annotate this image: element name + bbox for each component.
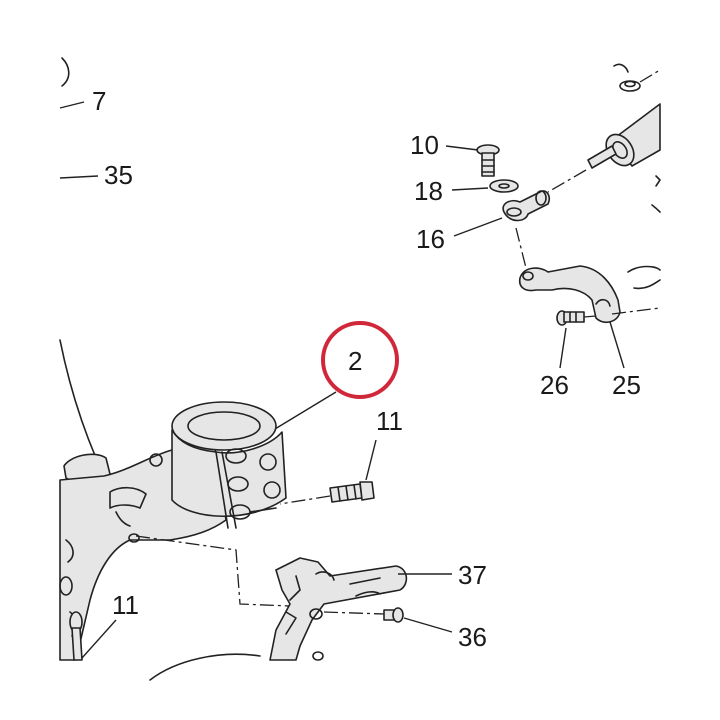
callout-7[interactable]: 7: [92, 86, 106, 116]
dash-assembly-line: [135, 535, 291, 607]
leader-line-36: [403, 617, 453, 633]
callout-11-lower[interactable]: 11: [112, 590, 139, 620]
leader-line-35: [59, 175, 99, 179]
callout-11-upper[interactable]: 11: [376, 406, 403, 436]
callout-10[interactable]: 10: [410, 130, 439, 160]
screw-26: [556, 310, 597, 326]
callout-26[interactable]: 26: [540, 370, 569, 400]
leader-line-10: [445, 145, 479, 151]
leader-line-18: [451, 187, 489, 191]
bracket-25: [518, 265, 661, 324]
leader-line-7: [59, 101, 85, 109]
callout-25[interactable]: 25: [612, 370, 641, 400]
leader-line-25: [609, 321, 625, 369]
screw-36: [323, 607, 404, 623]
washer-18: [489, 179, 519, 193]
bolt-11-upper: [279, 481, 375, 505]
leader-line-16: [453, 217, 503, 237]
handlebar-clamp-2: [171, 401, 287, 529]
leader-line-11-lower: [81, 619, 117, 659]
leader-line-11-upper: [365, 439, 377, 481]
callout-18[interactable]: 18: [414, 176, 443, 206]
mounting-plate-37: [269, 557, 408, 661]
callout-35[interactable]: 35: [104, 160, 133, 190]
leader-line-2: [269, 391, 337, 433]
bolt-11-lower: [69, 611, 83, 661]
callout-37[interactable]: 37: [458, 560, 487, 590]
steering-damper-assembly: [547, 63, 661, 213]
callout-2[interactable]: 2: [348, 346, 362, 376]
callout-16[interactable]: 16: [416, 224, 445, 254]
rod-end-16: [502, 190, 551, 222]
bolt-10: [476, 144, 500, 177]
callout-36[interactable]: 36: [458, 622, 487, 652]
highlight-circle-2[interactable]: [321, 321, 399, 399]
leader-line-26: [559, 327, 567, 369]
part-fragment-top-left: [61, 57, 70, 87]
